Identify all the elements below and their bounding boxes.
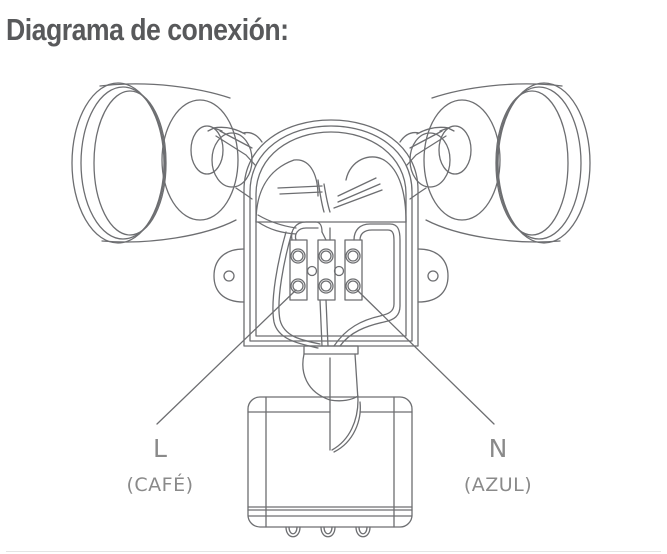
motion-sensor [247,353,413,538]
right-lamp-head [399,82,591,244]
neutral-terminal-label: N [488,434,508,463]
leader-line-live [156,289,297,425]
terminal-block [289,239,363,301]
live-wire-color-label: (CAFÉ) [126,474,194,496]
leader-line-neutral [356,289,495,425]
divider [6,551,661,552]
page-title: Diagrama de conexión: [6,12,289,47]
left-lamp-head [71,82,263,244]
junction-box [213,119,449,355]
neutral-wire-color-label: (AZUL) [463,474,533,496]
live-terminal-label: L [153,434,167,463]
